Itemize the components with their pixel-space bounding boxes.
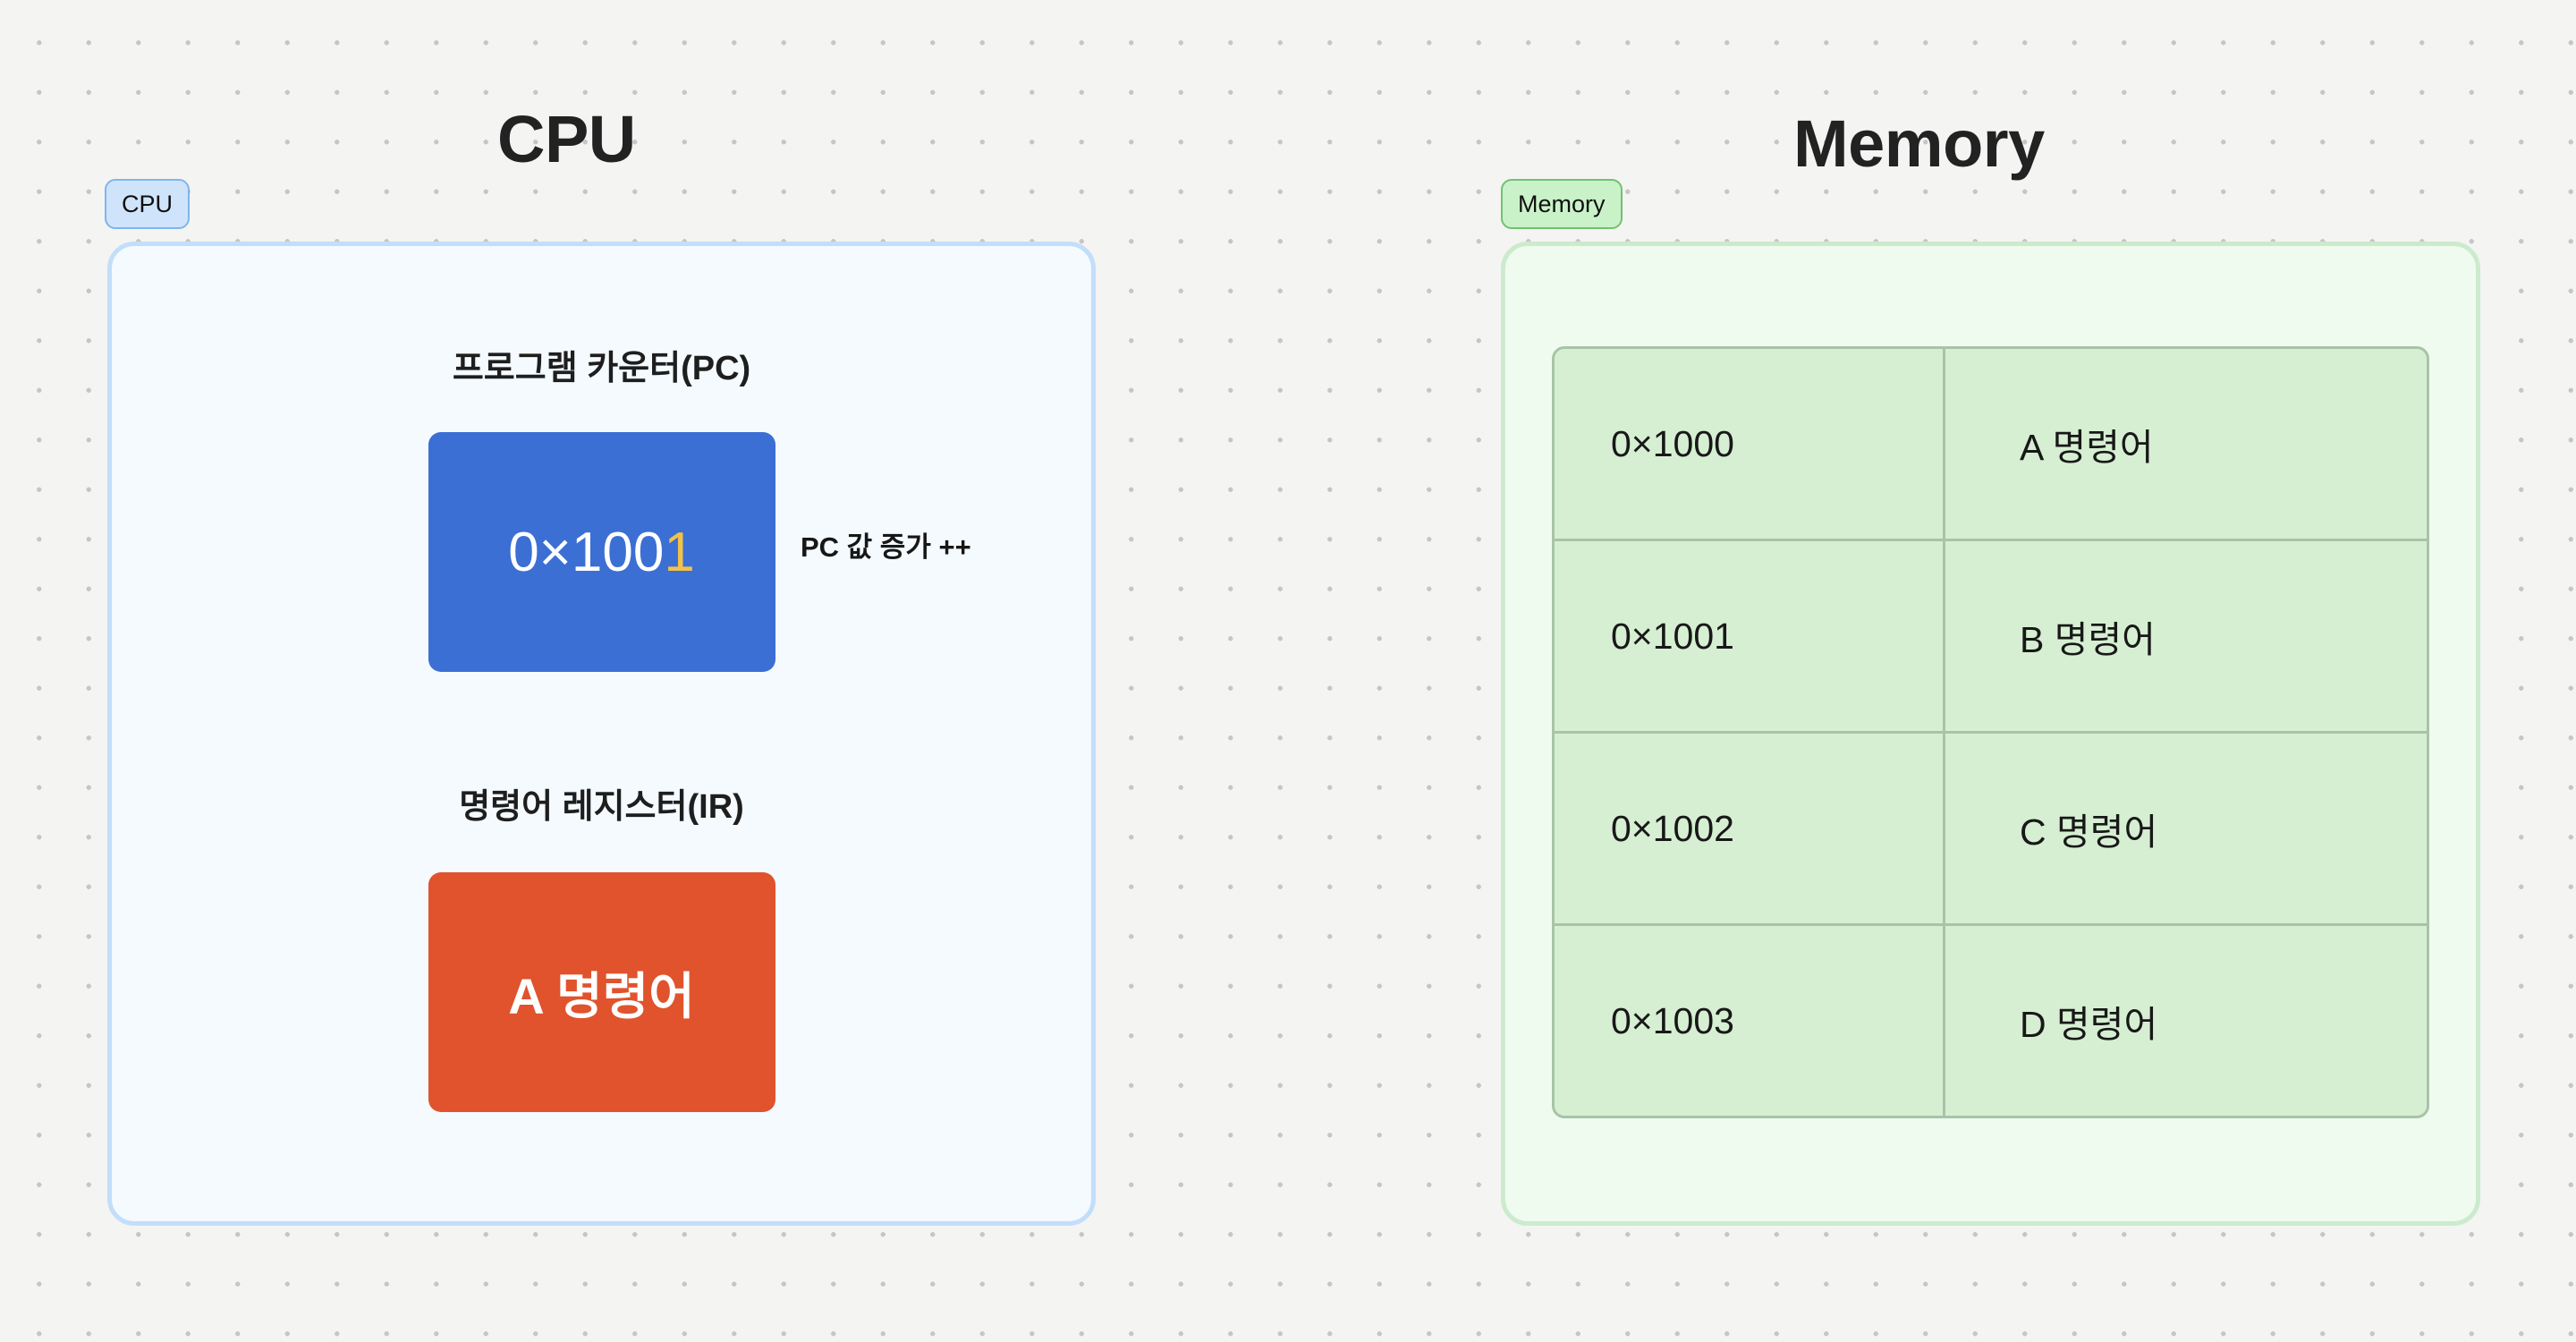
table-row: 0×1001 B 명령어 <box>1555 541 2427 734</box>
cpu-badge: CPU <box>105 179 191 229</box>
table-row: 0×1002 C 명령어 <box>1555 734 2427 926</box>
memory-instruction-cell: D 명령어 <box>2020 1004 2158 1045</box>
memory-table: 0×1000 A 명령어 0×1001 B 명령어 0×1002 C 명령어 0… <box>1552 346 2429 1118</box>
table-row: 0×1003 D 명령어 <box>1555 926 2427 1116</box>
memory-instruction-cell: B 명령어 <box>2020 619 2156 660</box>
program-counter-label: 프로그램 카운터(PC) <box>452 350 751 387</box>
memory-instruction-cell: A 명령어 <box>2020 427 2154 468</box>
pc-increment-note: PC 값 증가 ++ <box>801 531 971 563</box>
memory-address-cell: 0×1000 <box>1555 349 1945 539</box>
memory-address-cell: 0×1003 <box>1555 926 1945 1116</box>
program-counter-value-highlight: 1 <box>664 521 695 583</box>
memory-panel: 0×1000 A 명령어 0×1001 B 명령어 0×1002 C 명령어 0… <box>1501 242 2480 1226</box>
cpu-section-title: CPU <box>497 102 636 176</box>
memory-address-cell: 0×1002 <box>1555 734 1945 923</box>
memory-instruction-cell: C 명령어 <box>2020 811 2158 853</box>
program-counter-value-prefix: 0×100 <box>508 521 665 583</box>
memory-badge: Memory <box>1501 179 1623 229</box>
instruction-register-value-box: A 명령어 <box>428 872 775 1112</box>
memory-address-cell: 0×1001 <box>1555 541 1945 731</box>
table-row: 0×1000 A 명령어 <box>1555 349 2427 541</box>
instruction-register-label: 명령어 레지스터(IR) <box>459 788 744 826</box>
memory-section-title: Memory <box>1793 106 2045 181</box>
